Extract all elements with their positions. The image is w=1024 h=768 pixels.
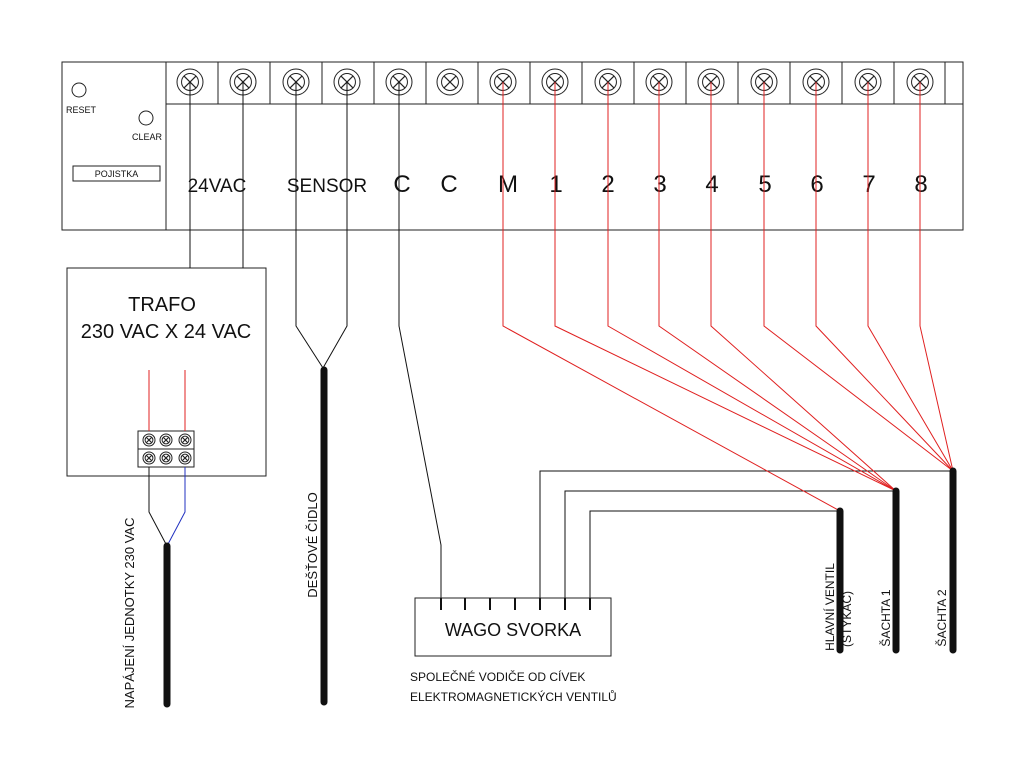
wire-zone-5 [763,82,954,472]
wire-zone-7 [867,82,954,472]
terminal-label-6: 6 [810,171,823,198]
wire-zone-4 [710,82,897,492]
transformer-title: TRAFO [128,294,196,316]
red-wires [502,82,954,512]
fuse-label: POJISTKA [95,169,139,179]
reset-button[interactable] [71,82,87,98]
main-valve-label-line1: HLAVNÍ VENTIL [822,563,837,651]
black-wires [148,82,953,610]
wire-zone-1 [554,82,897,492]
wire-zone-8 [919,82,954,472]
terminal-label-m: M [498,171,518,198]
wago-wire-main-valve [589,510,840,610]
wago-caption-line1: SPOLEČNÉ VODIČE OD CÍVEK [410,669,585,684]
terminal-label-24vac: 24VAC [188,176,247,197]
power-wire-black [148,467,168,547]
wago-wire-shaft1 [564,490,896,610]
shaft2-label: ŠACHTA 2 [934,589,949,646]
power-cable-label: NAPÁJENÍ JEDNOTKY 230 VAC [122,518,137,709]
wire-common [398,82,442,610]
cables [163,366,957,708]
wago-terminal: WAGO SVORKA SPOLEČNÉ VODIČE OD CÍVEK ELE… [410,597,617,704]
clear-label: CLEAR [132,132,163,142]
wire-zone-2 [607,82,897,492]
wago-box [414,597,612,657]
trafo-screw-bottom-3 [178,451,192,465]
wago-wire-shaft2 [539,470,953,610]
reset-label: RESET [66,105,97,115]
fuse-box [72,165,161,182]
power-wire-blue [166,467,186,547]
trafo-screw-bottom-2 [159,451,173,465]
controller-unit: RESET CLEAR POJISTKA 24VAC SENSOR C C M … [61,61,964,231]
trafo-screw-top-1 [142,433,156,447]
terminal-label-sensor: SENSOR [287,176,367,197]
terminal-label-7: 7 [862,171,875,198]
clear-button[interactable] [138,110,154,126]
terminal-label-4: 4 [705,171,718,198]
wago-pins [440,598,591,610]
transformer-terminal-screws [142,433,192,465]
main-valve-label-line2: (STYKAČ) [839,591,854,647]
wire-sensor-b [322,82,348,369]
wago-title: WAGO SVORKA [445,620,581,640]
wago-caption-line2: ELEKTROMAGNETICKÝCH VENTILŮ [410,689,617,704]
wire-zone-3 [658,82,897,492]
trafo-screw-top-3 [178,433,192,447]
shaft1-label: ŠACHTA 1 [878,589,893,646]
terminal-screw-6 [436,68,464,96]
terminal-label-3: 3 [653,171,666,198]
trafo-screw-bottom-1 [142,451,156,465]
terminal-label-c2: C [440,171,457,198]
rain-sensor-label: DEŠŤOVÉ ČIDLO [305,492,320,597]
terminal-label-5: 5 [758,171,771,198]
terminal-label-c1: C [393,171,410,198]
terminal-label-1: 1 [549,171,562,198]
transformer: TRAFO 230 VAC X 24 VAC [66,267,267,477]
terminal-label-8: 8 [914,171,927,198]
wire-m-main-valve [502,82,841,512]
wire-zone-6 [815,82,954,472]
trafo-screw-top-2 [159,433,173,447]
transformer-rating: 230 VAC X 24 VAC [81,321,251,343]
wire-sensor-a [295,82,324,369]
